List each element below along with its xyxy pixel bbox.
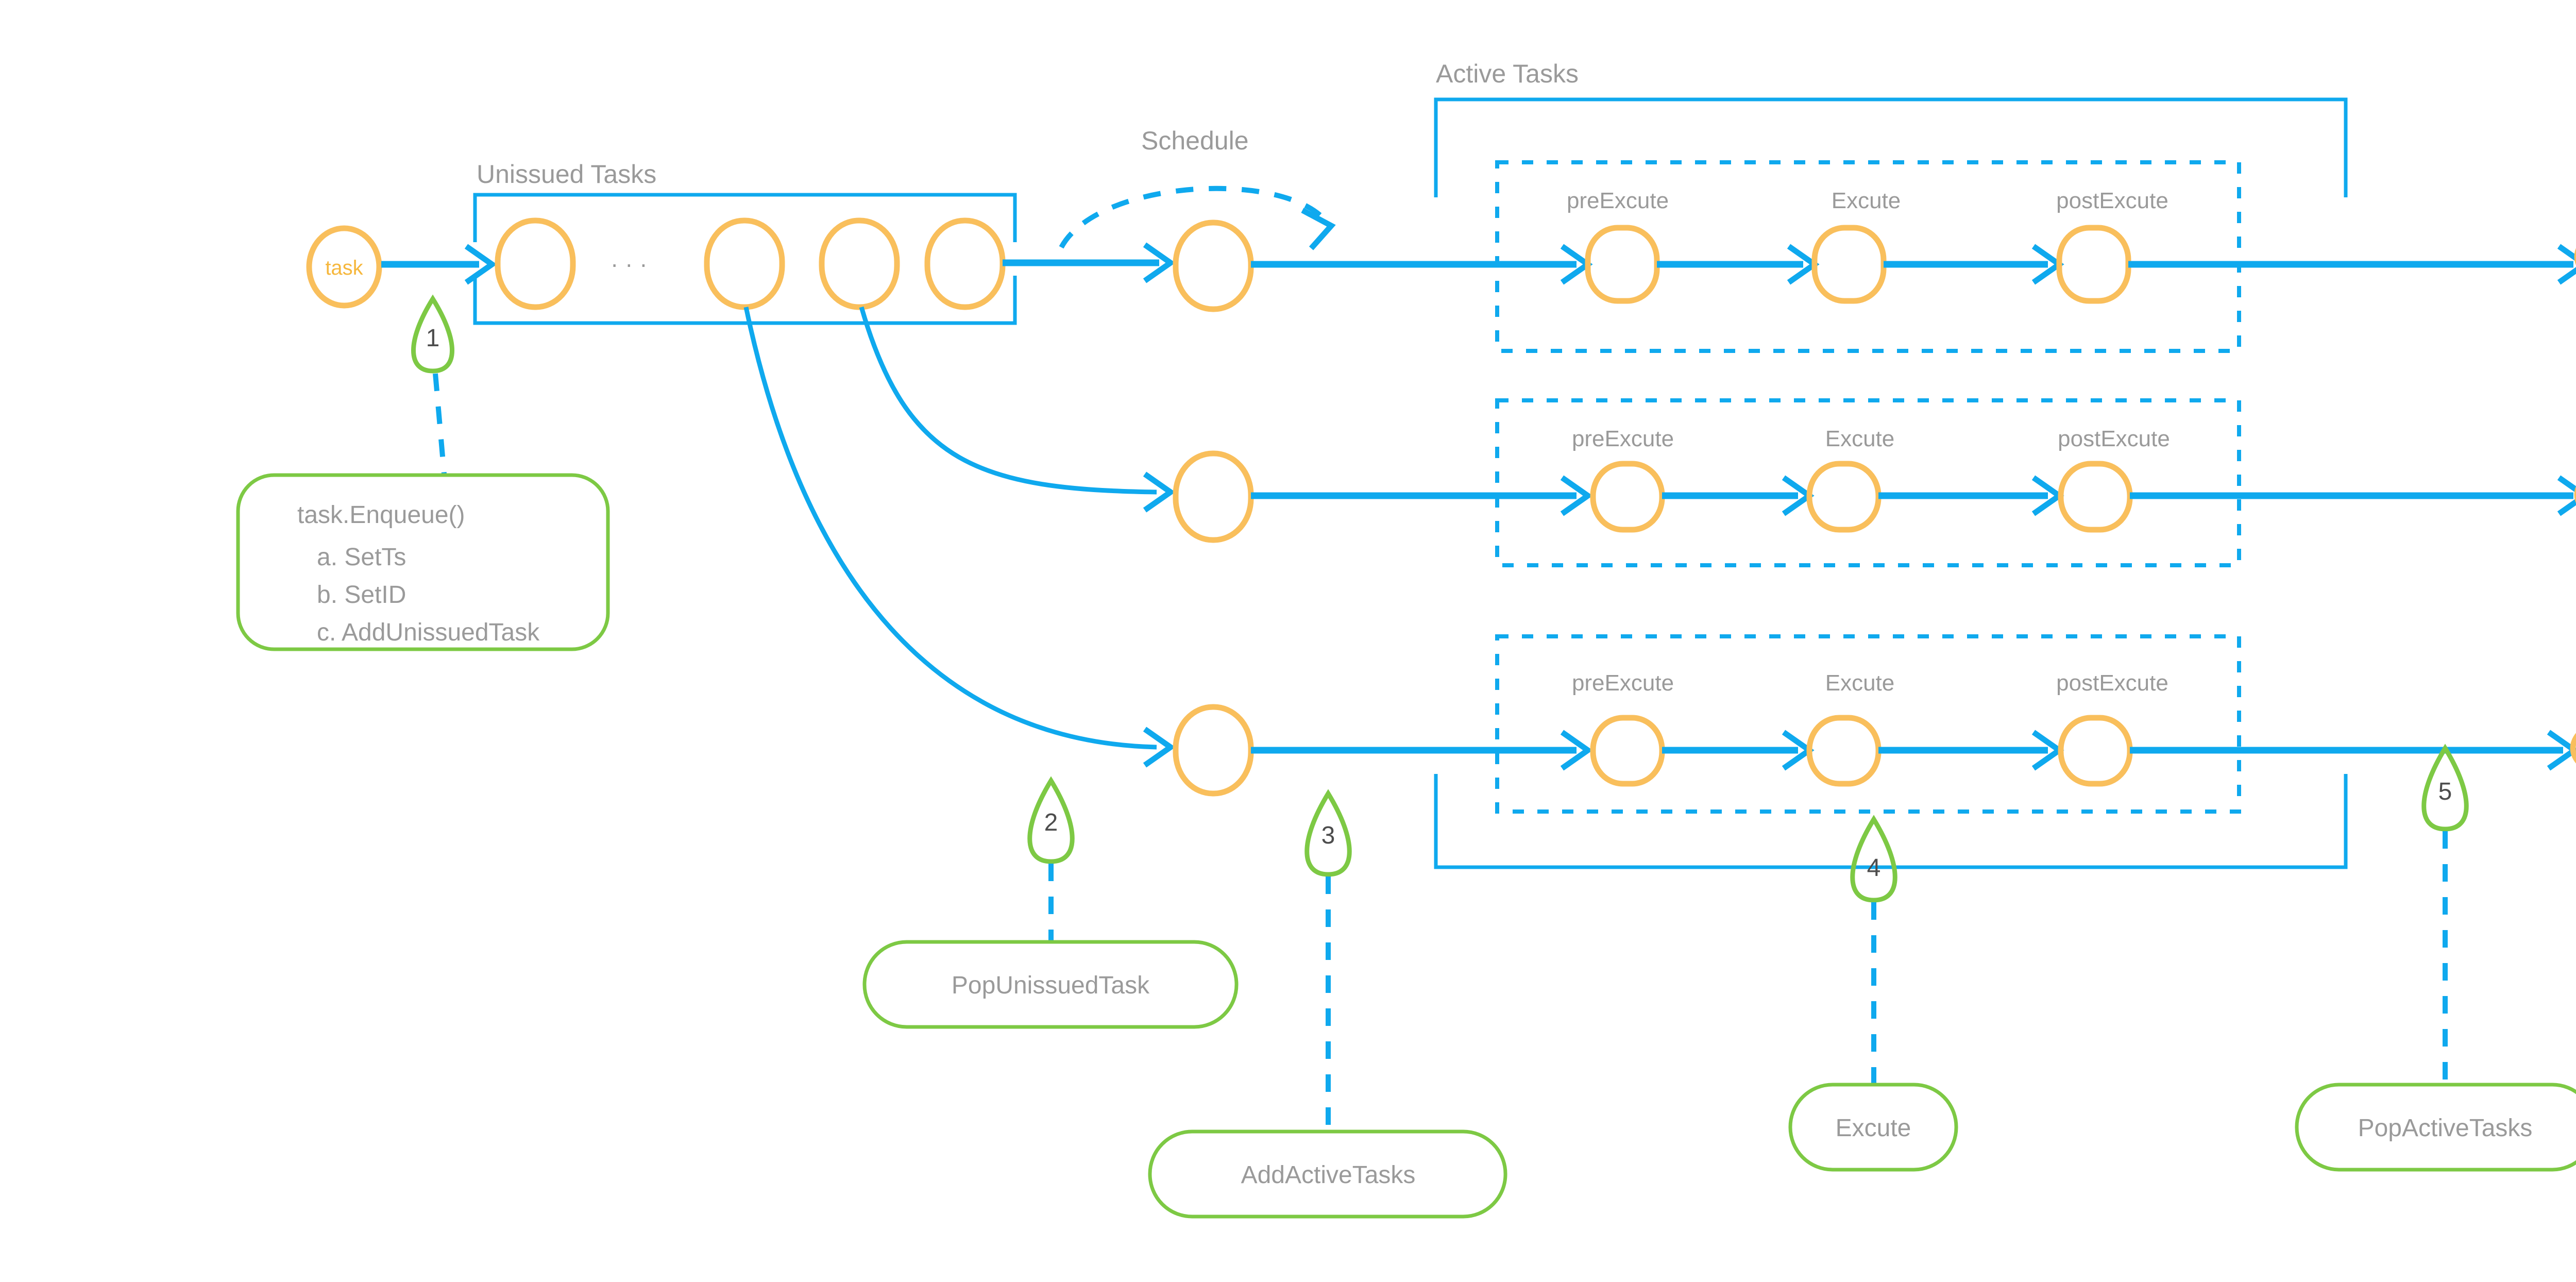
row-1-stage-label-2: postExcute: [2056, 188, 2168, 213]
row-1-stage-node-0[interactable]: [1585, 225, 1660, 304]
callout-pin-1[interactable]: 1: [411, 294, 454, 374]
row-1-stage-node-2[interactable]: [2056, 225, 2131, 304]
callout-box-3[interactable]: AddActiveTasks: [1148, 1129, 1507, 1219]
callout-pin-5-number: 5: [2438, 778, 2452, 805]
row-1-stage-node-1[interactable]: [1811, 225, 1887, 304]
callout-3-label: AddActiveTasks: [1241, 1161, 1416, 1189]
row-3-pipeline-box: [1495, 634, 2241, 814]
schedule-label: Schedule: [1141, 126, 1249, 155]
row-3-arrow-1-2: [1878, 730, 2064, 771]
row-2-stage-node-2[interactable]: [2058, 461, 2133, 533]
callout-pin-3-number: 3: [1321, 822, 1335, 849]
curve-queue-to-row-3: [743, 307, 1157, 750]
callout-4-label: Excute: [1836, 1115, 1911, 1142]
start-task-node[interactable]: task: [306, 225, 382, 309]
callout-box-5[interactable]: PopActiveTasks: [2295, 1083, 2576, 1172]
row-2-stage-node-1[interactable]: [1806, 461, 1882, 533]
row-1-arrow-0-1: [1657, 244, 1820, 285]
callout-pin-1-number: 1: [426, 325, 440, 352]
row-3-stage-node-1[interactable]: [1806, 715, 1882, 787]
callout-5-label: PopActiveTasks: [2358, 1115, 2533, 1142]
active-tasks-bracket: [1434, 97, 2348, 869]
row-3-end-node[interactable]: [2570, 719, 2576, 777]
callout-2-label: PopUnissuedTask: [952, 972, 1150, 999]
row-2-stage-label-0: preExcute: [1572, 426, 1674, 451]
callout-pin-5[interactable]: 5: [2421, 744, 2469, 832]
row-1-dispatch-node[interactable]: [1173, 220, 1254, 312]
row-3-arrow-0-1: [1662, 730, 1815, 771]
curve-queue-to-row-2: [859, 306, 1157, 495]
row-3-stage-label-0: preExcute: [1572, 670, 1674, 696]
row-2-arrow-0-1: [1662, 475, 1815, 516]
callout-pin-3[interactable]: 3: [1304, 789, 1352, 877]
callout-pin-2[interactable]: 2: [1027, 776, 1075, 864]
row-1-to-pipeline: [1251, 244, 1593, 285]
queue-node-2[interactable]: [704, 217, 785, 310]
row-1-arrow-1-2: [1884, 244, 2064, 285]
callout-1-leader: [433, 373, 447, 475]
schedule-dashed-arc: [1059, 185, 1326, 249]
queue-ellipsis: · · ·: [611, 250, 648, 277]
row-3-dispatch-node[interactable]: [1173, 704, 1254, 797]
callout-pin-4-number: 4: [1867, 854, 1881, 882]
row-1-exit-flow: [2128, 244, 2576, 285]
row-3-stage-node-2[interactable]: [2058, 715, 2133, 787]
row-2-to-pipeline: [1251, 475, 1593, 516]
curve-row2-arrowhead: [1143, 471, 1176, 513]
callout-box-4[interactable]: Excute: [1788, 1083, 1958, 1172]
row-3-stage-label-1: Excute: [1825, 670, 1895, 696]
row-2-arrow-1-2: [1878, 475, 2064, 516]
row-3-stage-node-0[interactable]: [1590, 715, 1665, 787]
row-1-pipeline-box: [1495, 160, 2241, 353]
queue-node-4[interactable]: [924, 217, 1006, 310]
schedule-arrowhead: [1301, 208, 1336, 250]
row-2-pipeline-box: [1495, 398, 2241, 567]
row-1-flow: [1003, 242, 1176, 283]
queue-node-1[interactable]: [495, 217, 576, 310]
callout-box-1[interactable]: task.Enqueue() a. SetTs b. SetID c. AddU…: [236, 473, 610, 651]
unissued-tasks-bracket: [473, 193, 1017, 325]
active-tasks-label: Active Tasks: [1436, 59, 1579, 88]
row-3-stage-label-2: postExcute: [2056, 670, 2168, 696]
row-2-stage-label-1: Excute: [1825, 426, 1895, 451]
row-3-to-pipeline: [1251, 730, 1593, 771]
row-2-exit-flow: [2130, 475, 2576, 516]
row-1-stage-label-1: Excute: [1832, 188, 1901, 213]
row-2-stage-node-0[interactable]: [1590, 461, 1665, 533]
row-3-exit-flow: [2130, 730, 2576, 771]
callout-pin-2-number: 2: [1044, 809, 1058, 836]
row-1-stage-label-0: preExcute: [1567, 188, 1669, 213]
unissued-tasks-label: Unissued Tasks: [477, 160, 656, 189]
row-2-dispatch-node[interactable]: [1173, 450, 1254, 543]
arrow-task-to-queue: [381, 244, 497, 285]
curve-row3-arrowhead: [1143, 727, 1176, 768]
start-task-label: task: [325, 257, 363, 279]
row-2-stage-label-2: postExcute: [2058, 426, 2170, 451]
callout-box-2[interactable]: PopUnissuedTask: [862, 940, 1239, 1029]
callout-1-line-1: a. SetTs: [317, 544, 406, 571]
callout-pin-4[interactable]: 4: [1850, 815, 1897, 903]
callout-1-line-2: b. SetID: [317, 581, 406, 609]
callout-1-line-0: task.Enqueue(): [297, 501, 465, 529]
queue-node-3[interactable]: [819, 217, 900, 310]
callout-1-line-3: c. AddUnissuedTask: [317, 619, 540, 646]
